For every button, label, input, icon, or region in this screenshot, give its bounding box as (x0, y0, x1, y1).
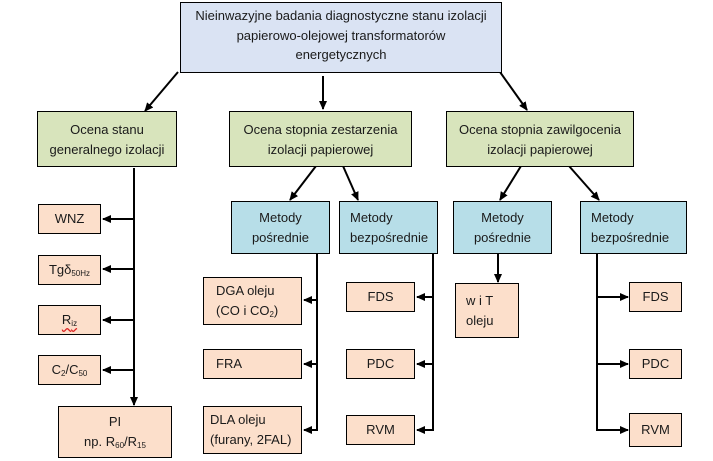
aging-direct-methods: Metody bezpośrednie (339, 201, 438, 254)
leaf-dla-line-1: DLA oleju (210, 412, 266, 427)
leaf-moisture-rvm: RVM (629, 413, 682, 447)
category-aging-line-2: izolacji papierowej (267, 142, 374, 157)
leaf-wnz-label: WNZ (54, 211, 85, 226)
spine-moisture-direct (596, 254, 629, 434)
leaf-pi: PI np. R60/R15 (58, 406, 172, 458)
leaf-aging-fds: FDS (346, 282, 415, 312)
leaf-tgd-label: Tgδ50Hz (48, 262, 91, 278)
leaf-pi-line-1: PI (108, 414, 122, 429)
leaf-moisture-fds-label: FDS (642, 289, 669, 304)
leaf-c2c50-label: C2/C50 (51, 362, 88, 378)
category-aging: Ocena stopnia zestarzenia izolacji papie… (229, 111, 412, 167)
spine-aging-direct (416, 254, 434, 434)
leaf-moisture-pdc: PDC (629, 349, 682, 379)
leaf-moisture-fds: FDS (629, 282, 682, 312)
moisture-indirect-line-1: Metody (481, 210, 524, 225)
category-general-line-1: Ocena stanu (70, 122, 144, 137)
leaf-fra: FRA (203, 349, 302, 379)
moisture-direct-line-2: bezpośrednie (591, 230, 670, 245)
leaf-aging-pdc: PDC (346, 349, 415, 379)
arrow-moisture-indirect (499, 165, 522, 201)
root-line-3: energetycznych (295, 47, 387, 62)
leaf-dla-line-2: (furany, 2FAL) (210, 432, 292, 447)
leaf-aging-fds-label: FDS (367, 289, 394, 304)
leaf-wit-line-2: oleju (466, 312, 494, 328)
category-moisture-line-2: izolacji papierowej (487, 142, 593, 157)
root-line-2: papierowo-olejowej transformatorów (236, 27, 446, 43)
leaf-riz: Riz (38, 305, 101, 335)
root-line-1: Nieinwazyjne badania diagnostyczne stanu… (195, 8, 487, 23)
leaf-moisture-pdc-label: PDC (641, 356, 670, 371)
category-moisture: Ocena stopnia zawilgocenia izolacji papi… (446, 111, 634, 167)
moisture-direct-line-1: Metody (591, 210, 634, 225)
moisture-indirect-line-2: pośrednie (473, 230, 532, 245)
leaf-wnz: WNZ (38, 204, 101, 234)
leaf-fra-label: FRA (216, 356, 242, 371)
leaf-riz-label: Riz (61, 312, 78, 328)
aging-direct-line-2: bezpośrednie (350, 230, 429, 245)
leaf-aging-rvm-label: RVM (366, 422, 395, 437)
aging-indirect-line-1: Metody (259, 210, 302, 225)
leaf-wit: w i T oleju (455, 283, 519, 338)
category-general: Ocena stanu generalnego izolacji (37, 111, 177, 167)
leaf-aging-pdc-label: PDC (366, 356, 395, 371)
leaf-dla: DLA oleju (furany, 2FAL) (203, 406, 302, 454)
leaf-dga: DGA oleju (CO i CO2) (203, 277, 302, 325)
leaf-pi-line-2: np. R60/R15 (84, 434, 146, 450)
spine-aging-indirect (303, 254, 318, 434)
moisture-indirect-methods: Metody pośrednie (453, 201, 552, 254)
arrow-aging-direct (342, 165, 359, 201)
category-general-line-2: generalnego izolacji (49, 142, 165, 157)
leaf-tgd: Tgδ50Hz (38, 255, 101, 285)
aging-indirect-methods: Metody pośrednie (231, 201, 330, 254)
leaf-dga-line-2: (CO i CO2) (216, 303, 279, 319)
arrow-root-to-general (144, 71, 179, 112)
leaf-moisture-rvm-label: RVM (641, 422, 670, 437)
leaf-c2c50: C2/C50 (38, 355, 101, 385)
arrow-aging-indirect (289, 165, 317, 201)
category-moisture-line-1: Ocena stopnia zawilgocenia (459, 122, 621, 137)
category-aging-line-1: Ocena stopnia zestarzenia (243, 122, 398, 137)
moisture-direct-methods: Metody bezpośrednie (580, 201, 687, 254)
aging-direct-line-1: Metody (350, 210, 393, 225)
arrow-root-to-moisture (499, 71, 528, 111)
aging-indirect-line-2: pośrednie (251, 230, 310, 245)
arrow-moisture-direct (568, 165, 600, 201)
leaf-aging-rvm: RVM (346, 415, 415, 445)
root-box: Nieinwazyjne badania diagnostyczne stanu… (180, 2, 502, 73)
leaf-wit-line-1: w i T (466, 292, 494, 308)
leaf-dga-line-1: DGA oleju (216, 283, 275, 298)
